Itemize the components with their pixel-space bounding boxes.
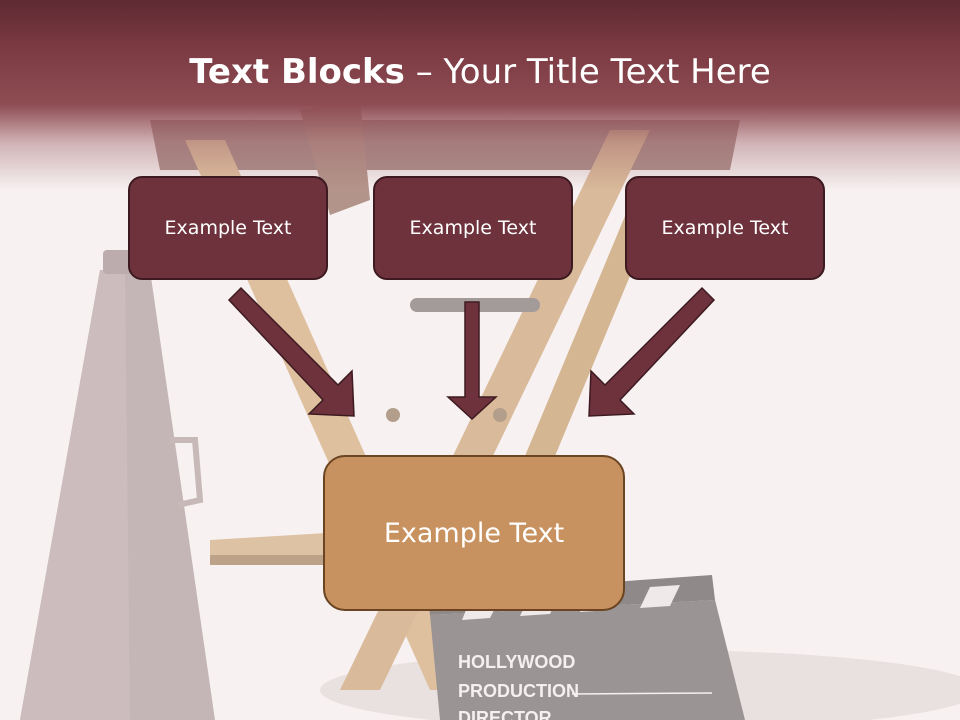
- title-rest: Your Title Text Here: [443, 52, 771, 92]
- text-block-center-label: Example Text: [409, 217, 537, 239]
- clapboard-text-1: HOLLYWOOD: [458, 652, 575, 672]
- title-dash: –: [404, 52, 444, 92]
- text-block-right-label: Example Text: [661, 217, 789, 239]
- text-block-main-label: Example Text: [383, 517, 565, 549]
- clapboard-text-2: PRODUCTION: [458, 681, 579, 701]
- text-block-left[interactable]: Example Text: [128, 176, 328, 280]
- title-bold: Text Blocks: [189, 52, 405, 92]
- text-block-left-label: Example Text: [164, 217, 292, 239]
- slide-title[interactable]: Text Blocks – Your Title Text Here: [0, 52, 960, 92]
- clapboard-text-3: DIRECTOR: [458, 708, 552, 720]
- megaphone-image: [20, 250, 215, 720]
- text-block-center[interactable]: Example Text: [373, 176, 573, 280]
- text-block-main[interactable]: Example Text: [323, 455, 625, 611]
- header-band: [0, 0, 960, 190]
- text-block-right[interactable]: Example Text: [625, 176, 825, 280]
